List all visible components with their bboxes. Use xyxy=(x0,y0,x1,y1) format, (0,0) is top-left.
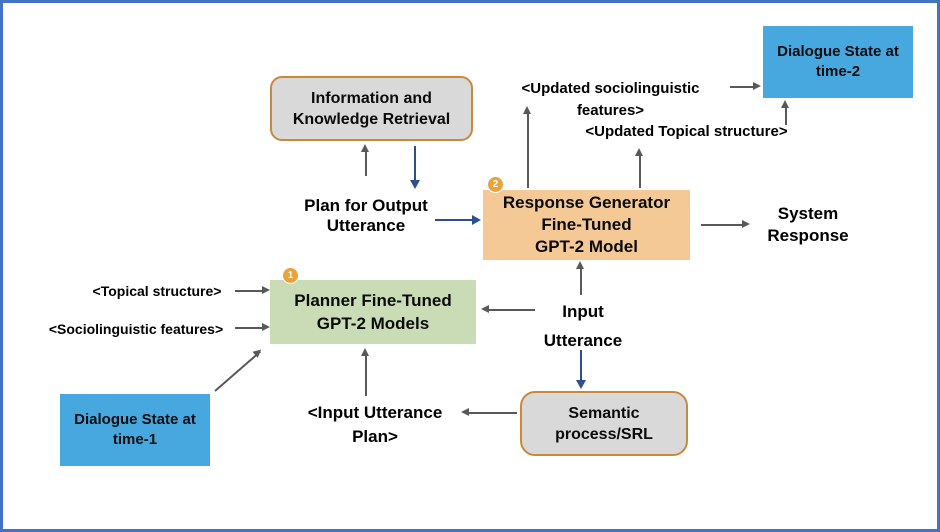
arrowhead-response-to-socio xyxy=(523,106,531,114)
arrow-response-to-topical xyxy=(639,155,641,188)
arrowhead-input-to-semantic xyxy=(576,380,586,389)
arrowhead-input-to-planner xyxy=(481,305,489,313)
system-response-label: System Response xyxy=(767,204,849,245)
arrowhead-topical-to-ds2 xyxy=(781,100,789,108)
arrow-input-to-semantic xyxy=(580,350,583,381)
badge-1-icon: 1 xyxy=(282,267,299,284)
arrowhead-topicalstruct-to-planner xyxy=(262,286,270,294)
arrowhead-info-to-plan xyxy=(410,180,420,189)
arrowhead-semantic-to-plan xyxy=(461,408,469,416)
topical-structure-label: <Topical structure> xyxy=(92,283,222,299)
arrowhead-response-to-system xyxy=(742,220,750,228)
arrow-socio-to-ds2 xyxy=(730,86,754,88)
arrowhead-socio-to-ds2 xyxy=(753,82,761,90)
arrow-ds1-to-planner xyxy=(214,346,265,392)
arrow-semantic-to-plan xyxy=(469,412,517,414)
updated-topical-label: <Updated Topical structure> xyxy=(585,123,788,140)
arrow-topicalstruct-to-planner xyxy=(235,290,263,292)
arrowhead-plan-to-response xyxy=(472,215,481,225)
dialogue-state-1-label: Dialogue State at time-1 xyxy=(74,411,196,448)
arrowhead-plan-to-planner xyxy=(361,348,369,356)
arrowhead-response-to-topical xyxy=(635,148,643,156)
planner-label: Planner Fine-Tuned GPT-2 Models xyxy=(294,291,452,333)
arrow-sociofeat-to-planner xyxy=(235,327,263,329)
arrow-input-to-response xyxy=(580,268,582,295)
semantic-process-box: Semantic process/SRL xyxy=(520,391,688,456)
dialogue-state-1-box: Dialogue State at time-1 xyxy=(60,394,210,466)
arrow-input-to-planner xyxy=(489,309,535,311)
info-retrieval-box: Information and Knowledge Retrieval xyxy=(270,76,473,141)
arrow-plan-to-response xyxy=(435,219,473,222)
arrow-response-to-socio xyxy=(527,113,529,188)
input-utterance-plan-label: <Input Utterance Plan> xyxy=(307,403,443,446)
sociolinguistic-features-label: <Sociolinguistic features> xyxy=(48,321,224,337)
response-generator-label: Response Generator Fine-Tuned GPT-2 Mode… xyxy=(502,193,671,256)
response-generator-box: Response Generator Fine-Tuned GPT-2 Mode… xyxy=(483,190,690,260)
planner-box: Planner Fine-Tuned GPT-2 Models xyxy=(270,280,476,344)
dialogue-state-2-box: Dialogue State at time-2 xyxy=(763,26,913,98)
dialogue-state-2-label: Dialogue State at time-2 xyxy=(777,43,899,80)
semantic-process-label: Semantic process/SRL xyxy=(555,404,653,443)
arrowhead-input-to-response xyxy=(576,261,584,269)
arrow-topical-to-ds2 xyxy=(785,107,787,125)
badge-2-icon: 2 xyxy=(487,176,504,193)
arrow-info-to-plan xyxy=(414,146,417,181)
arrow-plan-to-info xyxy=(365,151,367,176)
updated-sociolinguistic-label: <Updated sociolinguistic features> xyxy=(521,80,700,119)
arrowhead-sociofeat-to-planner xyxy=(262,323,270,331)
arrowhead-plan-to-info xyxy=(361,144,369,152)
plan-output-label: Plan for Output Utterance xyxy=(304,196,428,235)
input-utterance-label: Input Utterance xyxy=(543,302,623,350)
info-retrieval-label: Information and Knowledge Retrieval xyxy=(292,89,451,128)
arrow-response-to-system xyxy=(701,224,743,226)
arrow-plan-to-planner xyxy=(365,355,367,396)
